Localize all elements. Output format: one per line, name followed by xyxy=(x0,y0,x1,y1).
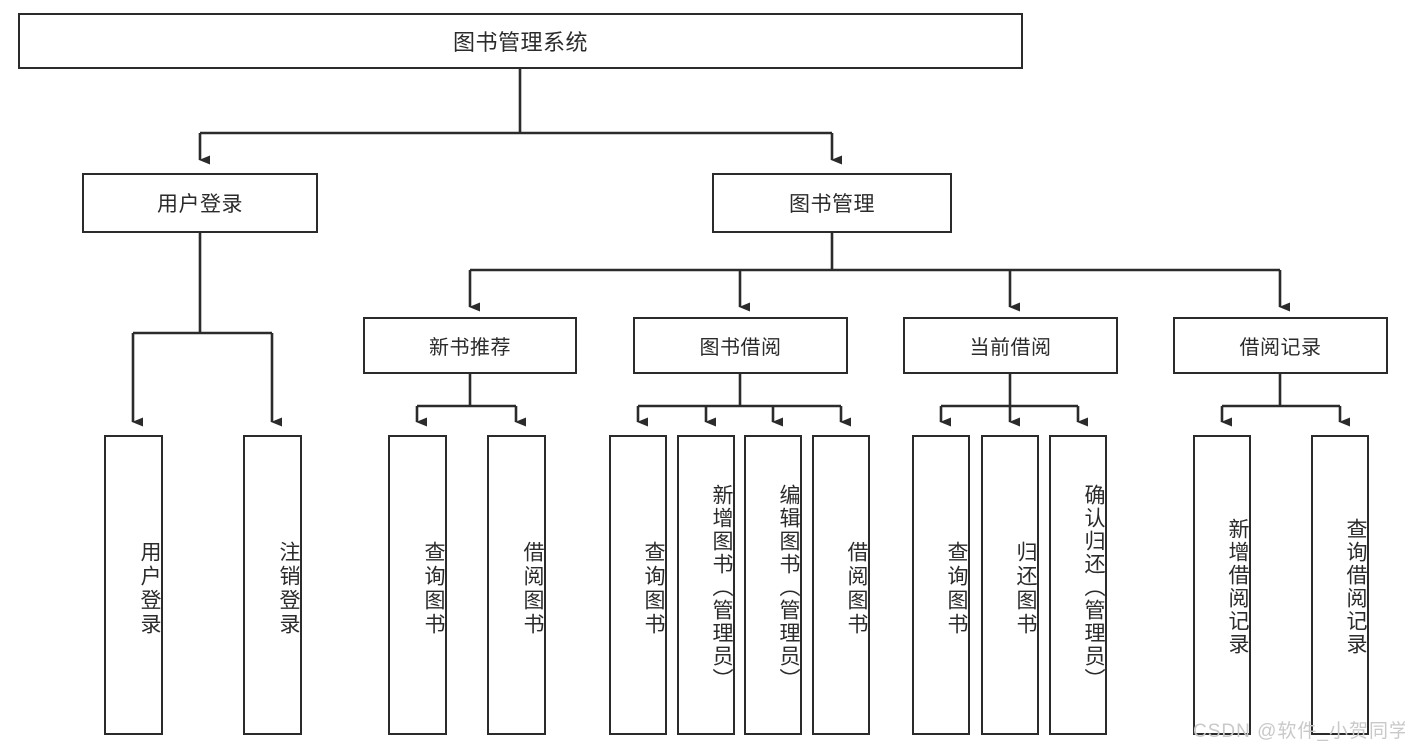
node-label: 用户登录 xyxy=(138,541,161,637)
leaf-current-query-book[interactable]: 查询图书 xyxy=(912,435,970,735)
node-label: 编辑图书（管理员） xyxy=(777,483,800,691)
node-user-login[interactable]: 用户登录 xyxy=(82,173,318,233)
node-label: 查询借阅记录 xyxy=(1344,518,1367,656)
leaf-user-logout[interactable]: 注销登录 xyxy=(243,435,302,735)
node-label: 借阅记录 xyxy=(1239,337,1322,359)
leaf-borrow-query-book[interactable]: 查询图书 xyxy=(609,435,667,735)
node-label: 新书推荐 xyxy=(429,337,511,359)
leaf-borrow-add-book-admin[interactable]: 新增图书（管理员） xyxy=(677,435,735,735)
node-label: 注销登录 xyxy=(277,541,300,637)
node-label: 借阅图书 xyxy=(521,541,544,637)
node-label: 新增借阅记录 xyxy=(1226,518,1249,656)
node-current-borrow[interactable]: 当前借阅 xyxy=(903,317,1118,374)
node-label: 查询图书 xyxy=(422,541,445,637)
node-label: 借阅图书 xyxy=(845,541,868,637)
leaf-user-login[interactable]: 用户登录 xyxy=(104,435,163,735)
leaf-current-confirm-return-admin[interactable]: 确认归还（管理员） xyxy=(1049,435,1107,735)
node-label: 查询图书 xyxy=(642,541,665,637)
node-label: 图书管理 xyxy=(789,193,875,216)
leaf-borrow-borrow-book[interactable]: 借阅图书 xyxy=(812,435,870,735)
node-label: 查询图书 xyxy=(945,541,968,637)
node-book-borrow[interactable]: 图书借阅 xyxy=(633,317,848,374)
leaf-record-query-borrow-record[interactable]: 查询借阅记录 xyxy=(1311,435,1369,735)
leaf-record-add-borrow-record[interactable]: 新增借阅记录 xyxy=(1193,435,1251,735)
node-book-management[interactable]: 图书管理 xyxy=(712,173,952,233)
node-label: 确认归还（管理员） xyxy=(1082,483,1105,691)
csdn-watermark: CSDN @软件_小贺同学 xyxy=(1193,721,1405,742)
node-new-book-recommend[interactable]: 新书推荐 xyxy=(363,317,577,374)
node-root-system[interactable]: 图书管理系统 xyxy=(18,13,1023,69)
leaf-recommend-borrow-book[interactable]: 借阅图书 xyxy=(487,435,546,735)
node-borrow-record[interactable]: 借阅记录 xyxy=(1173,317,1388,374)
leaf-borrow-edit-book-admin[interactable]: 编辑图书（管理员） xyxy=(744,435,802,735)
node-label: 图书借阅 xyxy=(699,337,782,359)
node-label: 用户登录 xyxy=(157,193,243,216)
node-label: 新增图书（管理员） xyxy=(710,483,733,691)
node-label: 当前借阅 xyxy=(969,337,1052,359)
node-label: 归还图书 xyxy=(1014,541,1037,637)
leaf-current-return-book[interactable]: 归还图书 xyxy=(981,435,1039,735)
node-label: 图书管理系统 xyxy=(452,30,588,55)
leaf-recommend-query-book[interactable]: 查询图书 xyxy=(388,435,447,735)
